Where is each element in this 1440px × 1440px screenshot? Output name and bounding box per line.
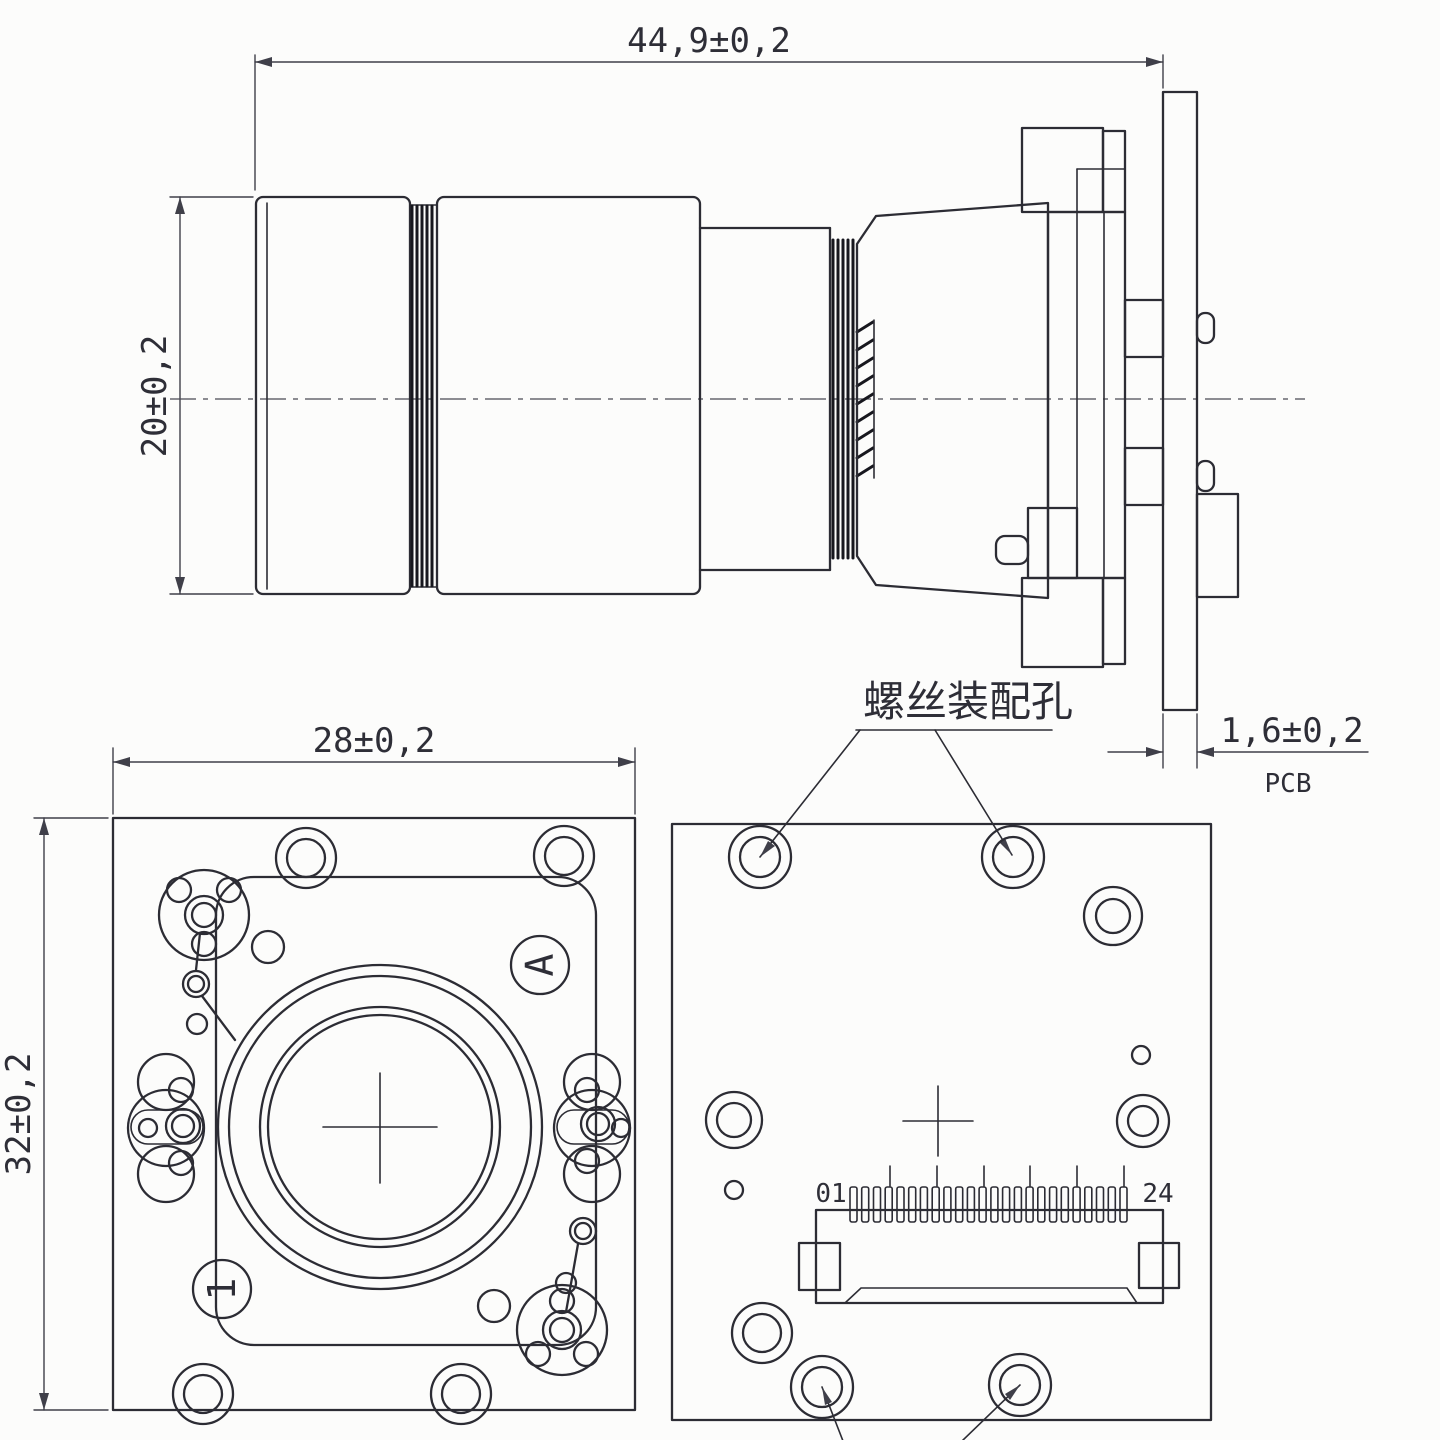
connector-pin xyxy=(990,1186,999,1223)
connector-pin xyxy=(978,1186,987,1223)
pcb-label: PCB xyxy=(1265,769,1312,799)
bottom-hole-leaders xyxy=(821,1384,1021,1440)
focus-groove-band xyxy=(409,204,437,588)
connector-pin xyxy=(919,1186,929,1223)
front-view: 28±0,2 32±0,2 xyxy=(0,721,637,1426)
screw-holes-callout: 螺丝装配孔 xyxy=(759,677,1073,858)
dim-overall-length: 44,9±0,2 xyxy=(254,21,1164,191)
connector-pin xyxy=(1001,1186,1011,1223)
standoff-lower xyxy=(1123,446,1165,507)
connector-pin xyxy=(1048,1186,1058,1223)
barrel-mid-section xyxy=(698,226,832,572)
ffc-connector: 01 24 xyxy=(797,1165,1181,1305)
back-center-cross xyxy=(902,1085,974,1157)
screw-boss-top-left xyxy=(157,868,286,1042)
connector-pin xyxy=(954,1186,964,1223)
connector-pin xyxy=(907,1186,917,1223)
connector-body xyxy=(814,1208,1165,1305)
connector-pin xyxy=(1025,1186,1034,1223)
dim-board-height-text: 32±0,2 xyxy=(0,1053,39,1176)
screw-tip-lower xyxy=(1195,459,1216,493)
connector-pin xyxy=(1037,1186,1046,1223)
connector-bevel xyxy=(844,1287,1138,1304)
pin-last-label: 24 xyxy=(1142,1179,1173,1209)
lens-front-circles xyxy=(216,963,544,1291)
pin-first-label: 01 xyxy=(815,1179,846,1209)
connector-tab-left xyxy=(797,1241,842,1292)
screw-holes-label: 螺丝装配孔 xyxy=(863,677,1073,726)
connector-pin xyxy=(1060,1186,1070,1223)
dim-lens-diameter: 20±0,2 xyxy=(135,196,254,595)
connector-tab-right xyxy=(1137,1241,1181,1290)
right-mount-tab xyxy=(552,1052,632,1204)
connector-pin xyxy=(884,1186,894,1223)
dim-board-width-text: 28±0,2 xyxy=(313,721,436,761)
back-holes xyxy=(704,824,1171,1420)
mount-thread-band xyxy=(831,238,855,560)
datum-1-text: 1 xyxy=(200,1278,244,1301)
pcb-component xyxy=(1195,492,1240,599)
holder-plate-outline xyxy=(214,875,598,1347)
standoff-upper xyxy=(1123,298,1165,359)
datum-marker-1: 1 xyxy=(191,1258,253,1320)
screw-boss-bottom-right xyxy=(476,1216,609,1377)
mount-screw xyxy=(994,506,1079,580)
connector-pin xyxy=(1107,1186,1117,1223)
front-board-outline xyxy=(111,816,637,1412)
front-center-cross xyxy=(322,1072,438,1184)
mount-bracket xyxy=(994,126,1165,669)
datum-a-text: A xyxy=(518,953,562,976)
dim-board-width: 28±0,2 xyxy=(112,721,636,815)
pcb-side-profile xyxy=(1161,90,1240,712)
connector-pin xyxy=(1072,1186,1081,1223)
back-board-outline xyxy=(670,822,1213,1422)
connector-pin xyxy=(896,1186,905,1223)
lens-holder xyxy=(855,201,1050,600)
connector-pin xyxy=(943,1186,952,1223)
connector-pins xyxy=(849,1186,1128,1223)
side-view: 44,9±0,2 20±0,2 xyxy=(135,21,1369,858)
connector-pin xyxy=(966,1186,976,1223)
left-mount-tab xyxy=(126,1052,206,1204)
connector-pin xyxy=(872,1186,882,1223)
connector-pin xyxy=(1013,1186,1023,1223)
thread-profile-hatch xyxy=(855,319,875,479)
dim-overall-length-text: 44,9±0,2 xyxy=(627,21,791,61)
dim-lens-diameter-text: 20±0,2 xyxy=(135,335,175,458)
screw-tip-upper xyxy=(1195,311,1216,345)
lens-barrel xyxy=(254,195,875,596)
connector-pin-ticks xyxy=(889,1165,1125,1187)
datum-marker-a: A xyxy=(509,934,571,996)
connector-pin xyxy=(849,1186,858,1223)
front-corner-holes xyxy=(171,824,596,1426)
connector-pin xyxy=(1084,1186,1093,1223)
back-view: 01 24 xyxy=(670,822,1213,1440)
pcb-board-side xyxy=(1161,90,1199,712)
connector-pin xyxy=(860,1186,870,1223)
connector-pin xyxy=(1119,1186,1128,1223)
connector-pin xyxy=(931,1186,941,1223)
dim-pcb-thickness-text: 1,6±0,2 xyxy=(1220,711,1363,751)
dim-pcb-thickness: 1,6±0,2 PCB xyxy=(1107,711,1369,799)
dim-board-height: 32±0,2 xyxy=(0,817,109,1411)
connector-pin xyxy=(1095,1186,1105,1223)
